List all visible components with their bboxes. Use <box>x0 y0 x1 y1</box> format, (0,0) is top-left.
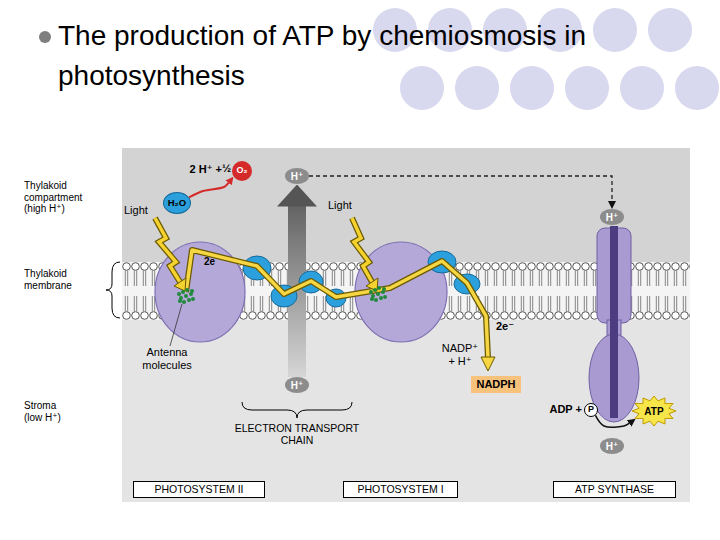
water-circle: H₂O <box>163 192 191 214</box>
reactant-label: NADP⁺ + H⁺ <box>440 342 480 367</box>
starburst-shape <box>632 396 676 426</box>
antenna-cluster <box>177 288 195 304</box>
membrane-brace <box>106 262 120 318</box>
light-bolt-outline <box>155 218 180 282</box>
bullet-point <box>39 31 51 43</box>
atp-starburst: ATP <box>632 396 676 426</box>
decor-circle <box>510 66 554 110</box>
node-text: O₂ <box>237 166 248 176</box>
antenna-pigment <box>184 294 188 298</box>
decor-circle <box>455 66 499 110</box>
proton-oval: H⁺ <box>285 377 309 393</box>
oxygen-circle: O₂ <box>232 161 252 181</box>
proton-oval: H⁺ <box>600 209 624 225</box>
antenna-pigment <box>369 290 373 294</box>
node-text: PHOTOSYSTEM II <box>154 484 243 496</box>
node-text: P <box>588 405 594 415</box>
antenna-pigment <box>370 297 374 301</box>
group-label: ELECTRON TRANSPORT CHAIN <box>222 422 372 446</box>
connector-group <box>189 176 629 427</box>
antenna-pigment <box>376 292 380 296</box>
reactant-label: ADP + <box>540 403 582 416</box>
light-bolt-outline <box>352 218 372 282</box>
region-label: Stroma (low H⁺) <box>24 400 76 423</box>
antenna-cluster <box>369 286 387 302</box>
node-text: ATP <box>644 406 663 417</box>
proton-oval: H⁺ <box>285 168 309 184</box>
node-text: H⁺ <box>291 171 304 182</box>
electron-label: 2e⁻ <box>496 320 520 333</box>
node-text: H⁺ <box>291 380 304 391</box>
antenna-pigment <box>379 296 383 300</box>
node-text: H⁺ <box>606 212 619 223</box>
antenna-pigment <box>191 297 195 301</box>
oxygen-release-arrow <box>189 183 228 197</box>
complex-name-box: ATP SYNTHASE <box>553 481 676 498</box>
light-label: Light <box>124 204 160 217</box>
antenna-pigment <box>181 290 185 294</box>
proton-diffusion-arrow <box>309 176 612 201</box>
node-text: PHOTOSYSTEM I <box>357 484 443 496</box>
decor-circle <box>593 8 637 52</box>
node-text: H₂O <box>168 198 186 208</box>
complex-name-box: PHOTOSYSTEM II <box>133 481 265 498</box>
leader-line <box>170 304 182 346</box>
antenna-pigment <box>383 295 387 299</box>
part-label: Antenna molecules <box>125 346 209 371</box>
antenna-pigment <box>185 288 189 292</box>
node-text: ATP SYNTHASE <box>575 484 654 496</box>
slide-title: The production of ATP by chemiosmosis in… <box>58 16 698 96</box>
decor-circle <box>648 8 692 52</box>
formula-text: 2 H⁺ + <box>178 163 222 176</box>
decor-circle <box>400 66 444 110</box>
electron-path <box>186 250 488 358</box>
antenna-pigment <box>190 289 194 293</box>
antenna-pigment <box>373 288 377 292</box>
formula-fraction: ½ <box>222 162 233 175</box>
complex-name-box: PHOTOSYSTEM I <box>343 481 458 498</box>
synthase-rotor <box>610 226 618 418</box>
antenna-pigment <box>182 300 186 304</box>
antenna-pigment <box>177 292 181 296</box>
decor-circle <box>675 66 719 110</box>
light-bolt-head <box>366 278 378 291</box>
stroma-region <box>122 320 690 502</box>
light-bolt <box>352 218 372 282</box>
region-label: Thylakoid compartment (high H⁺) <box>24 180 104 215</box>
light-bolt-head <box>174 278 186 291</box>
decor-circle <box>620 66 664 110</box>
electron-path-head <box>481 357 495 371</box>
decor-circle <box>565 66 609 110</box>
antenna-pigment <box>178 299 182 303</box>
antenna-pigment <box>187 298 191 302</box>
product-box: NADPH <box>471 376 521 393</box>
electron-path-outline <box>186 250 488 358</box>
electron-label: 2e <box>204 256 226 268</box>
node-text: H⁺ <box>606 441 619 452</box>
antenna-pigment <box>374 298 378 302</box>
antenna-pigment <box>382 287 386 291</box>
antenna-pigment <box>377 286 381 290</box>
node-text: NADPH <box>476 378 515 390</box>
light-bolt <box>155 218 180 282</box>
chain-brace <box>242 402 352 418</box>
phosphate-circle: P <box>584 403 598 417</box>
light-label: Light <box>328 199 364 212</box>
proton-oval: H⁺ <box>600 438 624 454</box>
region-label: Thylakoid membrane <box>24 268 104 291</box>
